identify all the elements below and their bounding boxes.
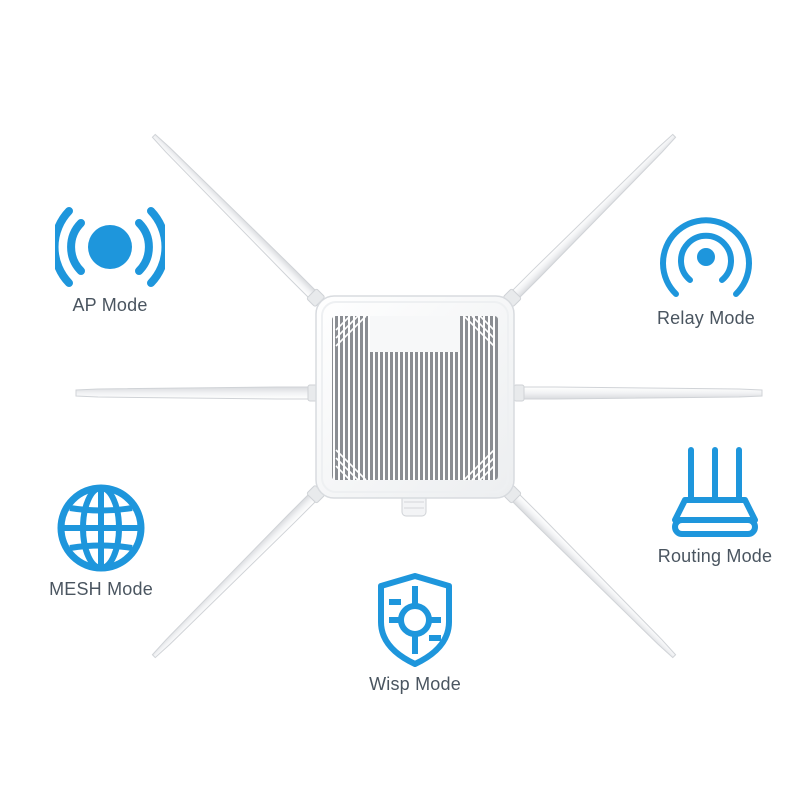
mode-ap: AP Mode [50,205,170,316]
signal-arcs-icon [660,217,752,297]
shield-target-icon [378,573,452,667]
antenna-top-left [151,133,325,307]
antenna-left [75,384,319,402]
antenna-bottom-left [151,485,325,659]
globe-icon [57,484,145,572]
antenna-right [513,384,763,402]
mode-ap-label: AP Mode [72,295,148,315]
antenna-top-right [503,133,677,307]
mode-relay-label: Relay Mode [656,308,756,328]
mode-wisp: Wisp Mode [355,572,475,695]
mode-mesh: MESH Mode [36,483,166,600]
router-icon [672,447,758,537]
mode-routing: Routing Mode [640,444,790,567]
mode-relay: Relay Mode [636,212,776,329]
heatsink-grille [332,315,498,481]
mode-mesh-label: MESH Mode [49,579,153,599]
broadcast-icon [55,207,165,287]
mode-routing-label: Routing Mode [657,546,773,566]
mode-wisp-label: Wisp Mode [369,674,461,694]
